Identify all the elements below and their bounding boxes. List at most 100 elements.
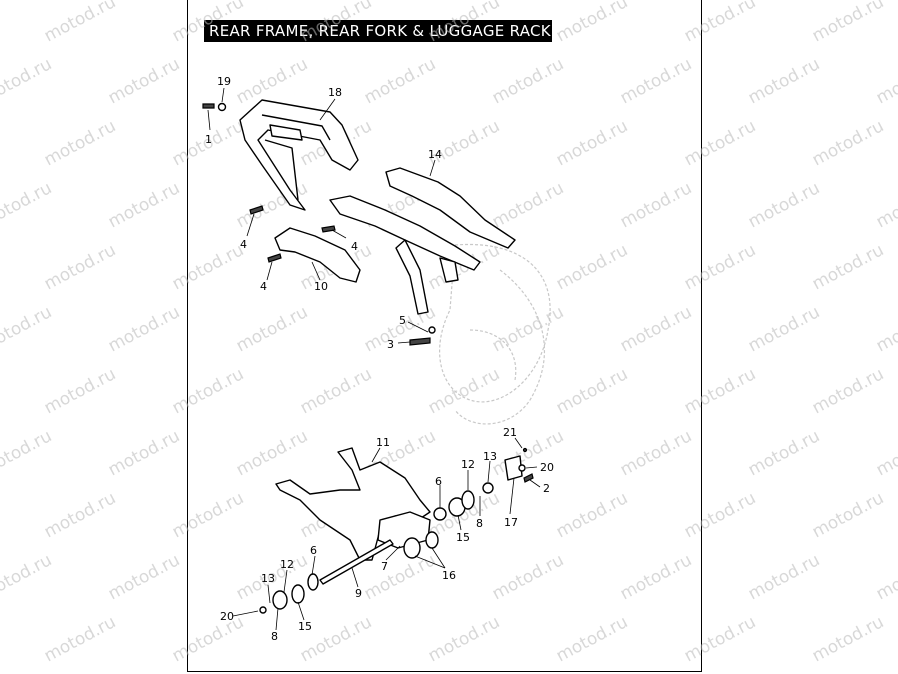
watermark-text: motod.ru — [809, 612, 887, 666]
watermark-text: motod.ru — [617, 302, 695, 356]
watermark-text: motod.ru — [681, 612, 759, 666]
callout-5: 5 — [399, 314, 406, 327]
watermark-text: motod.ru — [553, 116, 631, 170]
watermark-text: motod.ru — [553, 488, 631, 542]
watermark-text: motod.ru — [425, 364, 503, 418]
watermark-text: motod.ru — [681, 364, 759, 418]
callout-17: 17 — [504, 516, 518, 529]
callout-7: 7 — [381, 560, 388, 573]
watermark-text: motod.ru — [0, 426, 55, 480]
watermark-text: motod.ru — [873, 178, 898, 232]
watermark-text: motod.ru — [41, 240, 119, 294]
watermark-text: motod.ru — [745, 54, 823, 108]
callout-6b: 6 — [310, 544, 317, 557]
leader-lines — [207, 87, 541, 631]
watermark-text: motod.ru — [681, 116, 759, 170]
watermark-text: motod.ru — [489, 426, 567, 480]
watermark-text: motod.ru — [809, 0, 887, 46]
callout-labels: 19 18 1 14 4 4 4 10 5 3 11 21 12 13 6 20… — [205, 75, 554, 643]
watermark-text: motod.ru — [809, 488, 887, 542]
watermark-text: motod.ru — [297, 0, 375, 46]
callout-1: 1 — [205, 133, 212, 146]
callout-13b: 13 — [261, 572, 275, 585]
diagram-frame — [187, 0, 702, 672]
watermark-text: motod.ru — [41, 0, 119, 46]
callout-21: 21 — [503, 426, 517, 439]
watermark-text: motod.ru — [553, 612, 631, 666]
watermark-text: motod.ru — [617, 550, 695, 604]
callout-11: 11 — [376, 436, 390, 449]
callout-20a: 20 — [540, 461, 554, 474]
watermark-text: motod.ru — [873, 550, 898, 604]
watermark-text: motod.ru — [41, 612, 119, 666]
watermark-text: motod.ru — [0, 302, 55, 356]
watermark-text: motod.ru — [233, 426, 311, 480]
callout-4c: 4 — [260, 280, 267, 293]
engine-outline — [439, 243, 551, 425]
watermark-text: motod.ru — [105, 550, 183, 604]
watermark-text: motod.ru — [425, 116, 503, 170]
watermark-text: motod.ru — [553, 364, 631, 418]
watermark-text: motod.ru — [41, 488, 119, 542]
fasteners — [202, 102, 436, 346]
watermark-text: motod.ru — [681, 0, 759, 46]
callout-4a: 4 — [240, 238, 247, 251]
luggage-rack — [239, 99, 359, 211]
watermark-text: motod.ru — [745, 550, 823, 604]
callout-19: 19 — [217, 75, 231, 88]
callout-20b: 20 — [220, 610, 234, 623]
diagram-title: REAR FRAME, REAR FORK & LUGGAGE RACK — [204, 20, 552, 42]
watermark-text: motod.ru — [169, 364, 247, 418]
watermark-text: motod.ru — [745, 302, 823, 356]
watermark-text: motod.ru — [297, 364, 375, 418]
watermark-text: motod.ru — [553, 240, 631, 294]
watermark-text: motod.ru — [809, 116, 887, 170]
watermark-text: motod.ru — [41, 364, 119, 418]
watermark-text: motod.ru — [169, 612, 247, 666]
callout-18: 18 — [328, 86, 342, 99]
watermark-text: motod.ru — [489, 178, 567, 232]
watermark-text: motod.ru — [0, 54, 55, 108]
watermark-text: motod.ru — [169, 240, 247, 294]
side-cover — [274, 227, 361, 283]
watermark-text: motod.ru — [489, 302, 567, 356]
watermark-text: motod.ru — [425, 0, 503, 46]
callout-15a: 15 — [456, 531, 470, 544]
watermark-text: motod.ru — [169, 488, 247, 542]
pivot-shaft — [319, 539, 394, 585]
callout-12b: 12 — [280, 558, 294, 571]
watermark-text: motod.ru — [361, 54, 439, 108]
callout-14: 14 — [428, 148, 442, 161]
watermark-text: motod.ru — [681, 488, 759, 542]
watermark-text: motod.ru — [745, 178, 823, 232]
left-pivot-parts — [259, 573, 319, 614]
callout-15b: 15 — [298, 620, 312, 633]
watermark-text: motod.ru — [0, 178, 55, 232]
callout-2: 2 — [543, 482, 550, 495]
watermark-text: motod.ru — [617, 54, 695, 108]
watermark-text: motod.ru — [105, 54, 183, 108]
watermark-text: motod.ru — [809, 240, 887, 294]
watermark-text: motod.ru — [41, 116, 119, 170]
watermark-text: motod.ru — [617, 178, 695, 232]
callout-8a: 8 — [476, 517, 483, 530]
watermark-text: motod.ru — [809, 364, 887, 418]
callout-13a: 13 — [483, 450, 497, 463]
watermark-text: motod.ru — [0, 550, 55, 604]
callout-3: 3 — [387, 338, 394, 351]
watermark-text: motod.ru — [553, 0, 631, 46]
watermark-text: motod.ru — [105, 302, 183, 356]
watermark-text: motod.ru — [489, 54, 567, 108]
watermark-text: motod.ru — [105, 426, 183, 480]
watermark-text: motod.ru — [105, 178, 183, 232]
callout-8b: 8 — [271, 630, 278, 643]
callout-6a: 6 — [435, 475, 442, 488]
watermark-text: motod.ru — [745, 426, 823, 480]
watermark-text: motod.ru — [681, 240, 759, 294]
watermark-text: motod.ru — [425, 612, 503, 666]
watermark-text: motod.ru — [489, 550, 567, 604]
watermark-text: motod.ru — [617, 426, 695, 480]
watermark-text: motod.ru — [169, 0, 247, 46]
